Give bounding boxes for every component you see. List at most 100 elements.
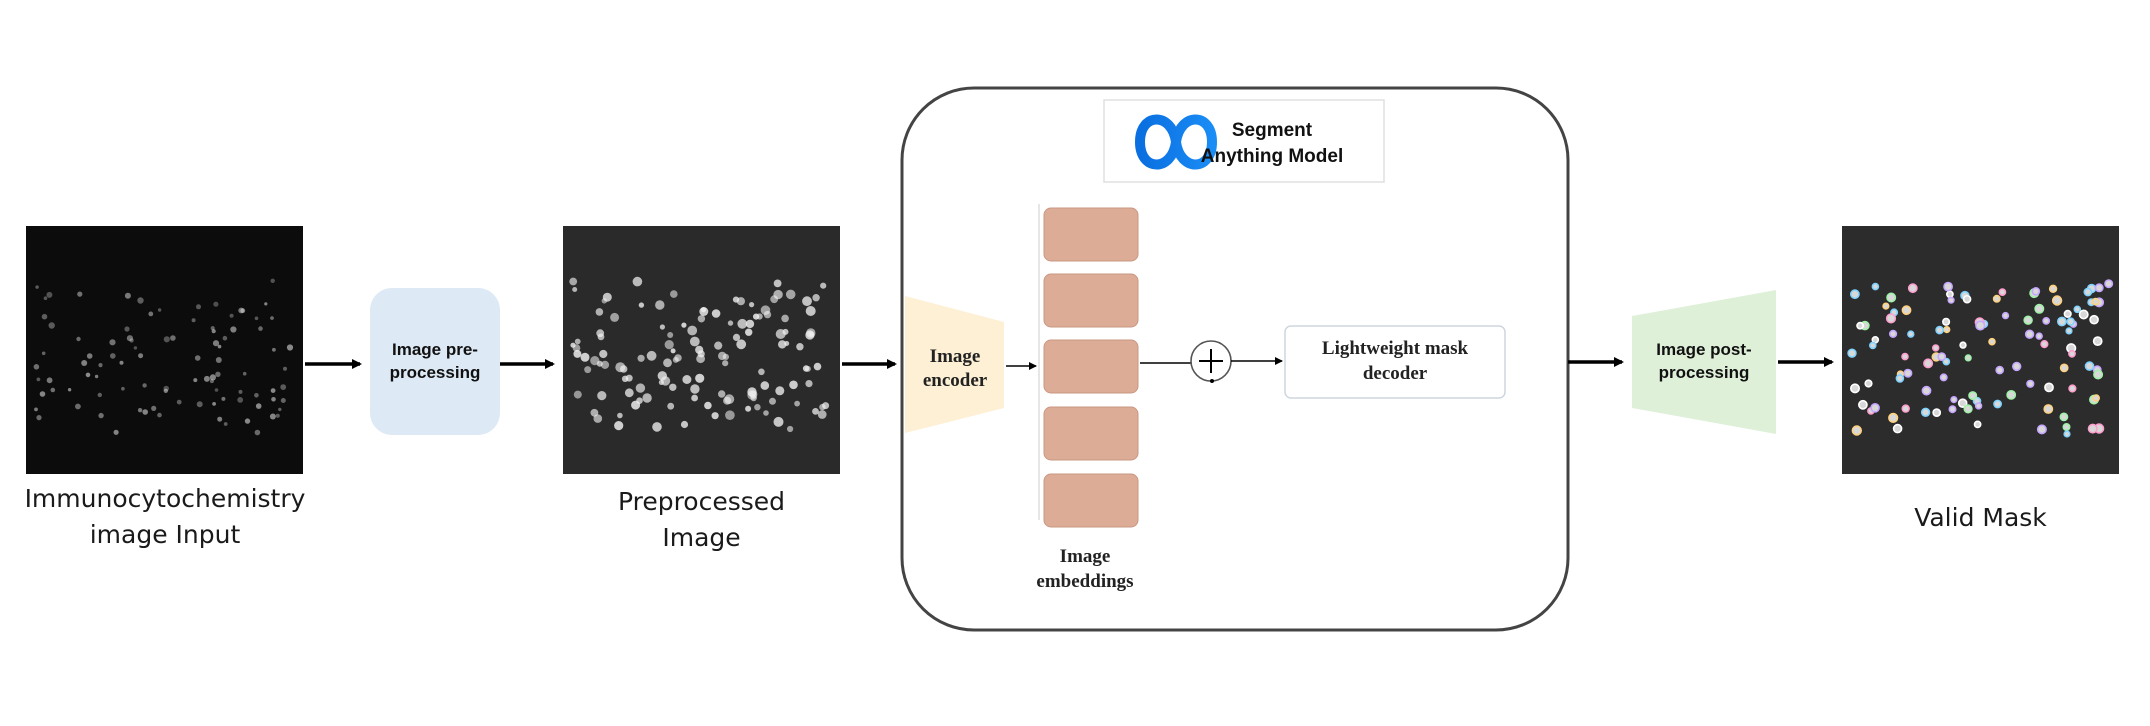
cell-dot bbox=[230, 326, 237, 333]
cell-dot bbox=[758, 368, 765, 376]
cell-dot bbox=[737, 318, 748, 329]
cell-dot bbox=[85, 372, 91, 378]
cell-dot bbox=[157, 308, 162, 312]
cell-dot bbox=[580, 352, 590, 362]
cell-dot bbox=[745, 328, 753, 336]
cell-dot bbox=[221, 396, 226, 401]
cell-dot bbox=[2036, 424, 2047, 435]
cell-dot bbox=[1850, 289, 1860, 300]
preprocessing-line2: processing bbox=[389, 363, 481, 382]
cell-dot bbox=[763, 410, 769, 416]
cell-dot bbox=[2035, 332, 2043, 340]
cell-dot bbox=[796, 343, 804, 351]
cell-dot bbox=[584, 366, 592, 374]
cell-dot bbox=[191, 318, 196, 323]
cell-dot bbox=[672, 356, 679, 363]
cell-dot bbox=[1932, 408, 1942, 417]
cell-dot bbox=[94, 374, 99, 379]
cell-dot bbox=[133, 346, 138, 350]
cell-dot bbox=[642, 393, 652, 403]
cell-dot bbox=[1947, 296, 1955, 304]
cell-dot bbox=[97, 392, 103, 398]
cell-dot bbox=[1882, 302, 1890, 310]
input-label-line2: image Input bbox=[89, 520, 241, 549]
cell-dot bbox=[163, 385, 169, 392]
cell-dot bbox=[210, 326, 215, 331]
cell-dot bbox=[264, 302, 268, 306]
cell-dot bbox=[254, 429, 261, 436]
cell-dot bbox=[621, 375, 629, 382]
image-embeddings-label: Image embeddings bbox=[1020, 544, 1150, 594]
cell-dot bbox=[196, 304, 201, 310]
cell-dot bbox=[2040, 340, 2049, 349]
cell-dot bbox=[2068, 384, 2077, 393]
cell-dot bbox=[682, 375, 692, 384]
cell-dot bbox=[690, 384, 700, 394]
preprocessed-image-label: Preprocessed Image bbox=[563, 484, 840, 556]
cell-dot bbox=[270, 316, 274, 320]
cell-dot bbox=[636, 397, 643, 405]
cell-dot bbox=[667, 332, 674, 338]
cell-dot bbox=[1963, 404, 1973, 414]
cell-dot bbox=[211, 329, 216, 334]
cell-dot bbox=[573, 390, 582, 399]
cell-dot bbox=[36, 415, 42, 421]
cell-dot bbox=[775, 329, 786, 339]
cell-dot bbox=[126, 335, 133, 342]
cell-dot bbox=[595, 308, 604, 316]
cell-dot bbox=[2024, 329, 2035, 339]
cell-dot bbox=[254, 316, 259, 321]
cell-dot bbox=[176, 399, 182, 405]
cell-dot bbox=[212, 402, 217, 406]
cell-dot bbox=[194, 355, 201, 361]
cell-dot bbox=[620, 365, 628, 373]
cell-dot bbox=[2066, 317, 2075, 326]
cell-dot bbox=[596, 329, 605, 338]
cell-dot bbox=[599, 349, 608, 359]
cell-dot bbox=[86, 353, 93, 359]
cell-dot bbox=[760, 381, 770, 390]
cell-dot bbox=[98, 363, 103, 368]
cell-dot bbox=[1959, 341, 1967, 349]
cell-dot bbox=[269, 413, 276, 420]
cell-dot bbox=[1992, 294, 2001, 303]
cell-dot bbox=[802, 296, 812, 307]
cell-dot bbox=[2068, 349, 2076, 358]
preprocessing-label: Image pre- processing bbox=[370, 338, 500, 384]
cell-dot bbox=[590, 356, 600, 366]
encoder-line1: Image bbox=[929, 346, 981, 367]
cell-dot bbox=[1941, 317, 1951, 326]
cell-dot bbox=[157, 412, 162, 418]
cell-dot bbox=[812, 408, 819, 415]
embedding-block bbox=[1043, 473, 1139, 528]
cell-dot bbox=[1870, 402, 1880, 413]
cell-dot bbox=[1998, 288, 2007, 296]
cell-dot bbox=[670, 348, 676, 354]
postprocessing-line2: processing bbox=[1658, 363, 1750, 382]
cell-dot bbox=[2006, 389, 2017, 400]
cell-dot bbox=[2087, 423, 2098, 434]
cell-dot bbox=[43, 296, 48, 301]
cell-dot bbox=[2048, 284, 2058, 293]
cell-dot bbox=[813, 362, 822, 371]
cell-dot bbox=[1974, 402, 1983, 410]
cell-dot bbox=[270, 388, 276, 393]
postprocessing-line1: Image post- bbox=[1656, 340, 1752, 359]
cell-dot bbox=[2089, 314, 2099, 325]
cell-dot bbox=[33, 364, 40, 370]
cell-dot bbox=[1948, 405, 1957, 414]
cell-dot bbox=[170, 335, 176, 341]
cell-dot bbox=[36, 377, 41, 382]
cell-dot bbox=[280, 398, 286, 403]
input-label-line1: Immunocytochemistry bbox=[24, 484, 306, 513]
cell-dot bbox=[1943, 281, 1953, 292]
cell-dot bbox=[215, 371, 221, 377]
preprocessing-box bbox=[370, 288, 500, 435]
cell-dot bbox=[614, 421, 624, 431]
cell-dot bbox=[1931, 344, 1940, 352]
cell-dot bbox=[2063, 309, 2072, 319]
cell-dot bbox=[1937, 352, 1947, 361]
cell-dot bbox=[687, 325, 698, 336]
cell-dot bbox=[1885, 313, 1897, 324]
cell-dot bbox=[113, 429, 119, 435]
